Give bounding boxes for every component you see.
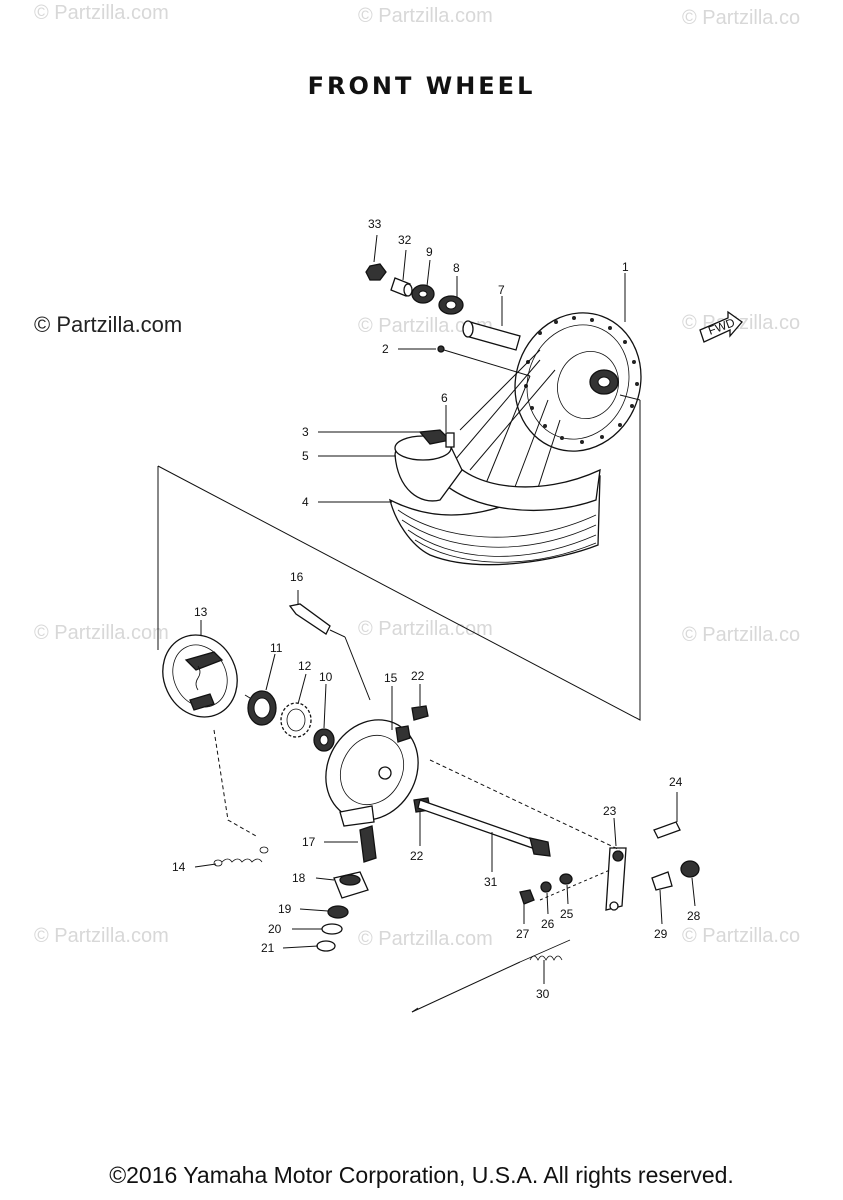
brake-rod-30	[411, 939, 571, 1013]
leader-dashes	[213, 636, 621, 901]
drive-gear	[280, 702, 312, 738]
callout-4: 4	[302, 495, 309, 509]
callout-1: 1	[622, 260, 629, 274]
watermark: © Partzilla.com	[358, 618, 493, 640]
callout-15: 15	[384, 671, 398, 685]
callout-19: 19	[278, 902, 292, 916]
callout-9: 9	[426, 245, 433, 259]
page-title: FRONT WHEEL	[307, 72, 536, 100]
fwd-arrow-icon: FWD	[699, 310, 743, 343]
watermark: © Partzilla.com	[34, 622, 169, 644]
callout-31: 31	[484, 875, 498, 889]
callout-25: 25	[560, 907, 574, 921]
watermark: © Partzilla.com	[358, 928, 493, 950]
callout-3: 3	[302, 425, 309, 439]
callout-18: 18	[292, 871, 306, 885]
callout-labels: 1 2 3 4 5 6 7 8 9 10 11 12 13 14 15 16 1…	[172, 217, 701, 1001]
spring-14	[213, 846, 269, 867]
callout-32: 32	[398, 233, 412, 247]
copyright-notice: ©2016 Yamaha Motor Corporation, U.S.A. A…	[109, 1162, 734, 1188]
callout-28: 28	[687, 909, 701, 923]
callout-24: 24	[669, 775, 683, 789]
exploded-view-frame	[157, 394, 641, 721]
callout-26: 26	[541, 917, 555, 931]
speedometer-parts	[288, 603, 431, 952]
watermark: © Partzilla.com	[358, 5, 493, 27]
callout-22a: 22	[411, 669, 425, 683]
callout-27: 27	[516, 927, 530, 941]
callout-21: 21	[261, 941, 275, 955]
callout-5: 5	[302, 449, 309, 463]
callout-29: 29	[654, 927, 668, 941]
watermark-dark: © Partzilla.com	[34, 312, 183, 337]
watermark: © Partzilla.com	[358, 315, 493, 337]
callout-6: 6	[441, 391, 448, 405]
callout-12: 12	[298, 659, 312, 673]
brake-shoe-assembly	[162, 634, 238, 718]
axle-31	[417, 799, 551, 857]
callout-8: 8	[453, 261, 460, 275]
bearing-10	[313, 728, 335, 752]
callout-30: 30	[536, 987, 550, 1001]
callout-10: 10	[319, 670, 333, 684]
callout-23: 23	[603, 804, 617, 818]
oil-seal	[247, 690, 277, 726]
wheel-hub-assembly	[365, 263, 642, 501]
callout-17: 17	[302, 835, 316, 849]
callout-16: 16	[290, 570, 304, 584]
callout-7: 7	[498, 283, 505, 297]
watermark: © Partzilla.co	[682, 925, 801, 947]
callout-11: 11	[270, 641, 283, 655]
watermark: © Partzilla.co	[682, 624, 801, 646]
callout-20: 20	[268, 922, 282, 936]
cam-lever-23	[605, 847, 627, 911]
callout-14: 14	[172, 860, 186, 874]
callout-leaders	[194, 234, 696, 984]
callout-2: 2	[382, 342, 389, 356]
callout-22b: 22	[410, 849, 424, 863]
watermark: © Partzilla.co	[682, 7, 801, 29]
tire-and-tube	[389, 429, 601, 566]
callout-13: 13	[194, 605, 208, 619]
small-fasteners	[519, 821, 700, 905]
watermark: © Partzilla.com	[34, 2, 169, 24]
callout-33: 33	[368, 217, 382, 231]
brake-panel	[325, 719, 419, 827]
watermark: © Partzilla.com	[34, 925, 169, 947]
